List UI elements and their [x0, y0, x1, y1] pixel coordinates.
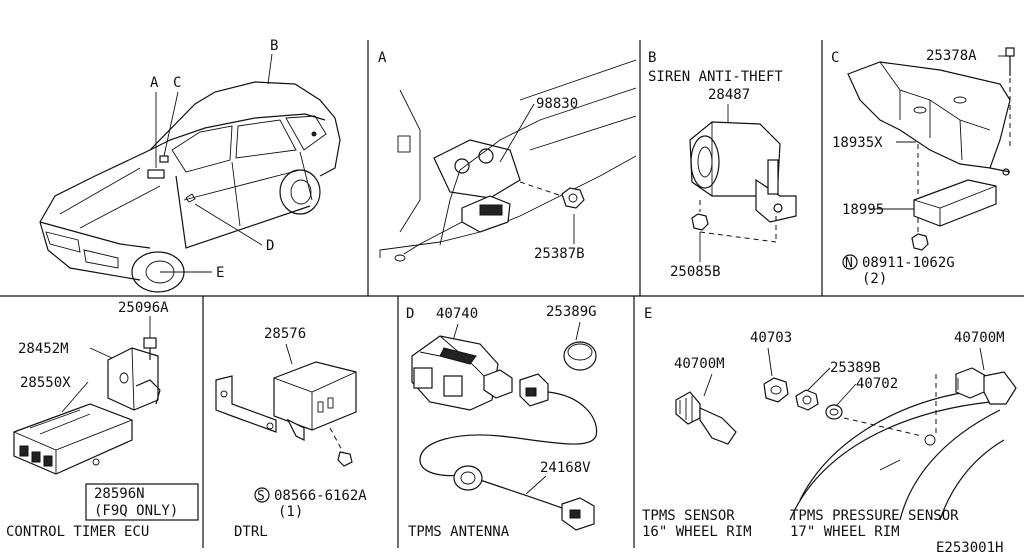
nut-qty: (2) — [862, 271, 887, 287]
part-40703: 40703 — [750, 330, 792, 346]
panel-control-timer-ecu: 25096A 28452M 28550X 28596N — [6, 300, 199, 540]
panel-a-illustration — [379, 59, 637, 262]
caption-tpms-pressure-1: TPMS PRESSURE SENSOR — [790, 508, 959, 524]
part-24168v: 24168V — [540, 460, 591, 476]
part-40700m-left: 40700M — [674, 356, 725, 372]
caption-tpms-pressure-2: 17" WHEEL RIM — [790, 524, 900, 540]
callout-b: B — [270, 38, 278, 54]
panel-dtrl: 28576 S 08566-6162A (1) DTRL — [215, 326, 367, 540]
part-28550x: 28550X — [20, 375, 71, 391]
part-98830: 98830 — [536, 96, 578, 112]
callout-a: A — [150, 75, 159, 91]
part-40702: 40702 — [856, 376, 898, 392]
screw-symbol: S — [257, 489, 265, 504]
part-28596n: 28596N — [94, 486, 145, 502]
panel-a-letter: A — [378, 50, 387, 66]
caption-control-timer-ecu: CONTROL TIMER ECU — [6, 524, 149, 540]
tpms-sensor-illustration — [675, 367, 1017, 521]
caption-tpms-sensor-2: 16" WHEEL RIM — [642, 524, 752, 540]
panel-d-letter: D — [406, 306, 414, 322]
screw-qty: (1) — [278, 504, 303, 520]
panel-d: D 40740 25389G 24168V — [406, 304, 598, 540]
part-08911-1062g: 08911-1062G — [862, 255, 955, 271]
part-08566-6162a: 08566-6162A — [274, 488, 367, 504]
panel-a: A 98830 25387B — [378, 50, 637, 262]
callout-c: C — [173, 75, 181, 91]
part-18995: 18995 — [842, 202, 884, 218]
part-28452m: 28452M — [18, 341, 69, 357]
caption-tpms-antenna: TPMS ANTENNA — [408, 524, 510, 540]
panel-b: B SIREN ANTI-THEFT 28487 25085B — [648, 50, 797, 280]
part-25389b: 25389B — [830, 360, 881, 376]
panel-e: E 40703 40700M 25389B 40702 40700M — [642, 306, 1017, 540]
panel-c-illustration — [847, 47, 1015, 251]
siren-title: SIREN ANTI-THEFT — [648, 69, 783, 85]
part-40700m-right: 40700M — [954, 330, 1005, 346]
part-28576: 28576 — [264, 326, 306, 342]
callout-e: E — [216, 265, 224, 281]
panel-car-overview: A C B D E — [39, 38, 341, 293]
panel-c-letter: C — [831, 50, 839, 66]
caption-tpms-sensor-1: TPMS SENSOR — [642, 508, 735, 524]
ecu-illustration — [13, 337, 161, 475]
part-40740: 40740 — [436, 306, 478, 322]
siren-illustration — [689, 121, 797, 243]
part-25389g: 25389G — [546, 304, 597, 320]
part-25387b: 25387B — [534, 246, 585, 262]
dtrl-illustration — [215, 361, 357, 467]
panel-c: C 25378A 1893 — [831, 47, 1015, 287]
panel-b-letter: B — [648, 50, 656, 66]
panel-e-letter: E — [644, 306, 652, 322]
part-25096a: 25096A — [118, 300, 169, 316]
part-25085b: 25085B — [670, 264, 721, 280]
part-28487: 28487 — [708, 87, 750, 103]
drawing-code: E253001H — [936, 540, 1003, 556]
caption-dtrl: DTRL — [234, 524, 268, 540]
f9q-only-note: (F9Q ONLY) — [94, 503, 178, 519]
part-18935x: 18935X — [832, 135, 883, 151]
car-illustration — [39, 81, 341, 293]
panel-dividers — [0, 40, 1024, 548]
antenna-illustration — [411, 335, 598, 531]
part-25378a: 25378A — [926, 48, 977, 64]
car-leaders — [155, 53, 273, 273]
nut-symbol: N — [845, 256, 853, 271]
callout-d: D — [266, 238, 274, 254]
